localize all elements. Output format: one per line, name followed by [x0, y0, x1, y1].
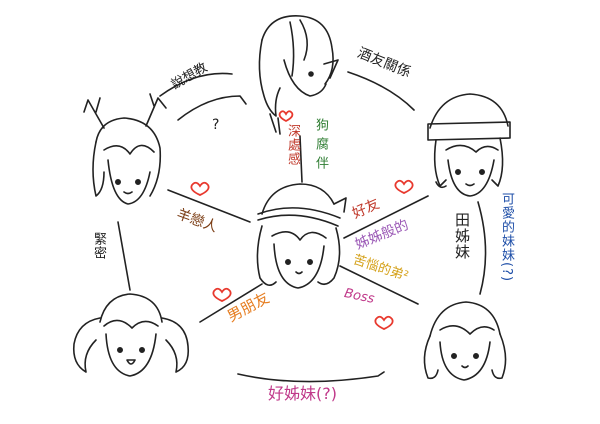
- antler-girl-icon: [83, 93, 167, 205]
- arc-deer-longhair-2: [177, 95, 247, 121]
- heart-icon: [212, 287, 232, 302]
- heart-icon: [190, 181, 210, 196]
- beanie-girl-icon: [427, 93, 511, 197]
- arc-beanie-short: [477, 201, 487, 295]
- heart-icon: [278, 110, 294, 123]
- line-center-shortHair: [339, 265, 419, 305]
- arc-longhair-beanie: [347, 71, 415, 111]
- line-center-beanie: [343, 195, 429, 239]
- line-deer-center: [167, 189, 251, 223]
- heart-icon: [394, 179, 414, 194]
- santa-hat-girl-icon: [256, 183, 347, 289]
- line-deer-twin: [117, 221, 131, 291]
- label-question: ?: [212, 117, 220, 133]
- line-center-twin: [199, 283, 263, 323]
- hearts: [190, 110, 414, 330]
- twintail-girl-icon: [72, 293, 190, 377]
- label-upper-mid-green: 狗 腐 伴: [313, 118, 328, 171]
- label-deer-to-twin: 緊密: [91, 232, 106, 260]
- label-vertical-mid: 田姊妹: [453, 212, 471, 260]
- elf-ear-boy-icon: [258, 15, 339, 135]
- label-right-vertical: 可愛的妹妹(?): [499, 192, 514, 283]
- heart-icon: [374, 315, 394, 330]
- arc-deer-longhair: [159, 72, 233, 97]
- short-hair-girl-icon: [423, 301, 507, 381]
- label-bottom: 好姊妹(?): [268, 384, 337, 403]
- label-upper-left-hearts: 深處感: [285, 124, 300, 166]
- line-longhair-center: [299, 135, 303, 183]
- arc-bottom: [237, 371, 385, 383]
